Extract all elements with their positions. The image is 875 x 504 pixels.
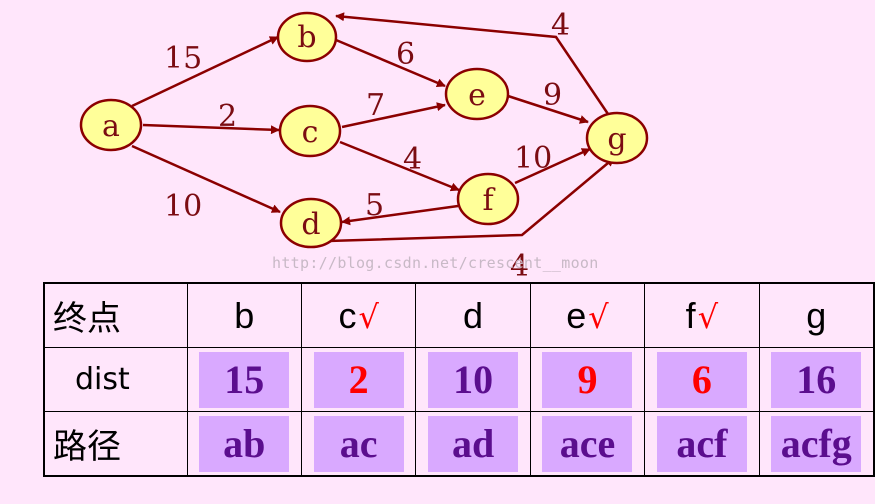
path-cell-g: acfg xyxy=(758,411,875,477)
node-a-label: a xyxy=(102,109,120,144)
weight-a-c: 2 xyxy=(218,99,237,134)
path-cell-e: ace xyxy=(529,411,646,477)
header-g-label: g xyxy=(806,294,827,336)
path-value-b: ab xyxy=(199,415,290,472)
dist-value-c: 2 xyxy=(313,351,404,408)
header-g: g xyxy=(758,282,875,348)
check-mark-c: √ xyxy=(358,297,379,336)
weight-c-f: 4 xyxy=(403,142,422,177)
weight-g-b: 4 xyxy=(551,8,570,43)
weight-a-d: 10 xyxy=(164,189,202,224)
path-value-g: acfg xyxy=(771,415,862,472)
dist-value-e: 9 xyxy=(542,351,633,408)
header-row: 终点 b c√ d e√ f√ g xyxy=(43,282,875,348)
node-e: e xyxy=(444,67,510,121)
dist-value-f: 6 xyxy=(656,351,747,408)
dist-value-b: 15 xyxy=(199,351,290,408)
header-d: d xyxy=(415,282,531,348)
header-b-label: b xyxy=(234,294,255,336)
watermark: http://blog.csdn.net/crescent__moon xyxy=(272,254,599,272)
path-cell-c: ac xyxy=(300,411,417,477)
weight-d-g: 4 xyxy=(510,249,529,284)
path-cell-b: ab xyxy=(186,411,302,477)
weight-e-g: 9 xyxy=(543,78,562,113)
edge-a-b xyxy=(131,35,279,108)
row-label-path: 路径 xyxy=(43,411,188,477)
node-d: d xyxy=(279,197,343,249)
weight-f-d: 5 xyxy=(365,188,384,223)
path-value-c: ac xyxy=(313,415,404,472)
dist-cell-b: 15 xyxy=(186,347,302,412)
dist-cell-g: 16 xyxy=(758,347,875,412)
path-cell-d: ad xyxy=(415,411,531,477)
edge-e-g xyxy=(507,94,589,124)
weight-f-g: 10 xyxy=(514,141,552,176)
row-label-dist: dist xyxy=(43,347,188,412)
path-cell-f: acf xyxy=(644,411,760,477)
dist-row: dist 15 2 10 9 6 16 xyxy=(43,347,875,412)
edge-f-g xyxy=(514,147,591,185)
node-g-label: g xyxy=(607,122,626,157)
header-e-label: e xyxy=(566,294,587,336)
dist-value-g: 16 xyxy=(771,351,862,408)
check-mark-f: √ xyxy=(697,297,719,336)
edge-c-e xyxy=(341,102,446,129)
node-b: b xyxy=(276,11,338,63)
check-mark-e: √ xyxy=(588,297,609,336)
dist-value-d: 10 xyxy=(428,351,519,408)
header-c: c√ xyxy=(300,282,417,348)
path-value-f: acf xyxy=(656,415,747,472)
weight-a-b: 15 xyxy=(164,41,202,76)
graph-diagram: 15 2 10 6 7 4 9 5 10 4 4 a b c d e f g xyxy=(79,8,649,284)
node-f: f xyxy=(456,172,520,226)
node-a: a xyxy=(79,98,143,152)
dist-cell-d: 10 xyxy=(415,347,531,412)
header-f: f√ xyxy=(644,282,760,348)
edge-b-e xyxy=(335,38,446,88)
dist-table: 终点 b c√ d e√ f√ g dist 15 2 10 9 6 16 路径… xyxy=(43,282,875,477)
node-g: g xyxy=(585,111,649,165)
header-d-label: d xyxy=(463,294,484,336)
edge-c-f xyxy=(339,140,460,192)
node-b-label: b xyxy=(297,20,316,55)
dist-cell-e: 9 xyxy=(529,347,646,412)
weight-c-e: 7 xyxy=(366,88,385,123)
header-c-label: c xyxy=(338,294,357,336)
edge-d-g xyxy=(327,157,615,243)
dist-cell-c: 2 xyxy=(300,347,417,412)
path-row: 路径 ab ac ad ace acf acfg xyxy=(43,411,875,477)
node-c-label: c xyxy=(302,115,319,150)
dist-cell-f: 6 xyxy=(644,347,760,412)
edge-a-c xyxy=(142,123,280,135)
row-label-destination: 终点 xyxy=(43,282,188,348)
node-e-label: e xyxy=(468,78,486,113)
node-d-label: d xyxy=(301,207,320,242)
header-e: e√ xyxy=(529,282,646,348)
node-f-label: f xyxy=(482,183,495,218)
header-f-label: f xyxy=(685,294,696,336)
edge-f-d xyxy=(341,204,459,226)
node-c: c xyxy=(278,104,342,158)
edge-g-b xyxy=(335,12,610,115)
header-b: b xyxy=(186,282,302,348)
path-value-e: ace xyxy=(542,415,633,472)
weight-b-e: 6 xyxy=(396,37,415,72)
edge-a-d xyxy=(131,144,281,214)
path-value-d: ad xyxy=(428,415,519,472)
